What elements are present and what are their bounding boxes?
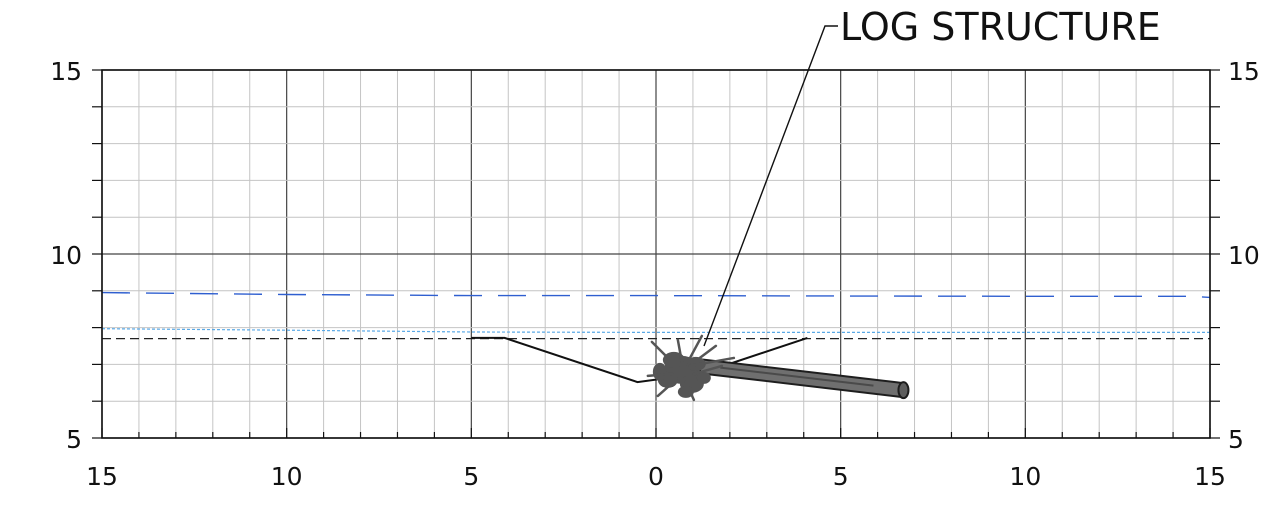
rootwad-blob: [696, 371, 711, 384]
rootwad-root: [684, 380, 696, 402]
rootwad-root: [686, 334, 704, 364]
log-trunk-end: [897, 381, 910, 400]
log-trunk-highlight: [720, 366, 874, 387]
x-tick-label: 5: [833, 462, 849, 491]
plot-frame: [92, 69, 1220, 439]
rootwad-blob: [652, 362, 667, 381]
rootwad-root: [692, 364, 724, 376]
y-tick-label-left: 15: [50, 57, 82, 86]
rootwad-blob: [662, 351, 685, 368]
callout: LOG STRUCTURE: [703, 5, 1161, 347]
y-tick-label-right: 15: [1228, 57, 1260, 86]
water-surface-lines: [101, 291, 1211, 384]
x-tick-label: 15: [1194, 462, 1226, 491]
rootwad-root: [650, 340, 676, 366]
y-tick-label-right: 5: [1228, 425, 1244, 454]
x-tick-label: 0: [648, 462, 664, 491]
rootwad-root: [688, 356, 736, 368]
grid: [101, 69, 1211, 439]
rootwad-root: [656, 378, 678, 398]
rootwad-root: [690, 344, 718, 366]
rootwad-root: [676, 338, 684, 364]
callout-label: LOG STRUCTURE: [840, 5, 1161, 49]
y-tick-label-left: 10: [50, 241, 82, 270]
x-tick-label: 15: [86, 462, 118, 491]
ground-profile-line: [471, 336, 808, 384]
y-tick-label-right: 10: [1228, 241, 1260, 270]
rootwad-root: [646, 372, 674, 378]
callout-leader-line: [703, 25, 838, 347]
y-tick-label-left: 5: [66, 425, 82, 454]
x-tick-label: 10: [1009, 462, 1041, 491]
log-structure-drawing: [646, 334, 910, 402]
series-line-long-dash: [101, 291, 1211, 299]
x-tick-label: 10: [271, 462, 303, 491]
x-tick-label: 5: [463, 462, 479, 491]
